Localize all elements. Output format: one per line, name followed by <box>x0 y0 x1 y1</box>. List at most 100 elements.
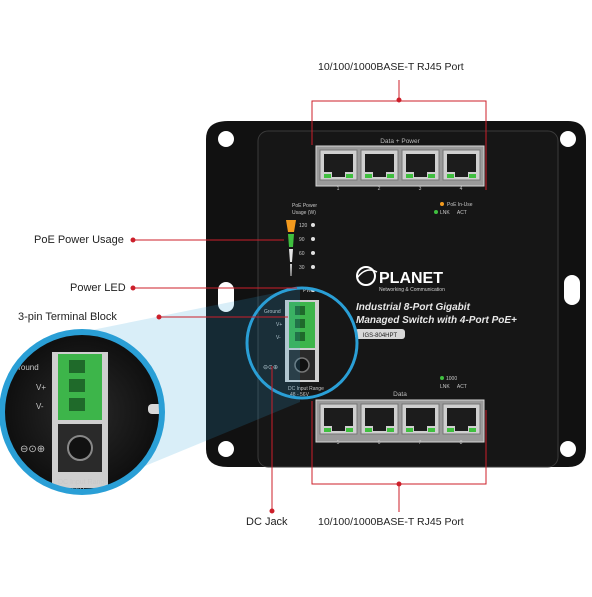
bottom-port-number: 8 <box>460 440 463 446</box>
port-led-green <box>365 428 372 432</box>
zoom-dc-input-1: DC Input Range <box>58 479 108 486</box>
bottom-port-6: 6 <box>360 403 399 446</box>
port-led-green <box>387 428 394 432</box>
panel-dc-input-2: 48 - 56V <box>290 392 310 398</box>
keyhole-left <box>218 282 234 312</box>
port-led-green <box>324 174 331 178</box>
product-line-1: Industrial 8-Port Gigabit <box>356 302 471 313</box>
top-port-number: 4 <box>460 186 463 192</box>
port-led-green <box>469 174 476 178</box>
lnk-label-bottom: LNK <box>440 384 450 390</box>
link-1000-label: 1000 <box>446 376 457 382</box>
lnk-act-label-top: LNK ACT <box>440 210 467 216</box>
poe-usage-callout: PoE Power Usage <box>34 234 124 246</box>
act-label-bottom: ACT <box>457 384 467 390</box>
top-port-number: 1 <box>337 186 340 192</box>
usage-bar-white <box>289 249 293 262</box>
bottom-port-callout: 10/100/1000BASE-T RJ45 Port <box>318 516 464 528</box>
bottom-port-number: 7 <box>419 440 422 446</box>
port-led-green <box>428 428 435 432</box>
model-label: IGS-804HPT <box>363 333 398 339</box>
zoom-circle-border <box>0 329 165 495</box>
act-label: ACT <box>457 210 467 216</box>
mount-hole-bottom-left <box>218 441 234 457</box>
port-led-green <box>324 428 331 432</box>
usage-level-label: 120 <box>299 223 308 229</box>
lnk-act-label-bottom: LNK ACT <box>440 384 467 390</box>
lnk-legend-dot <box>434 210 438 214</box>
planet-logo-icon <box>356 266 376 286</box>
bottom-port-7: 7 <box>401 403 440 446</box>
brand-name: PLANET <box>379 270 443 287</box>
bottom-port-group: Data 1000 LNK ACT 5 6 7 8 <box>315 376 485 446</box>
panel-ground-label: Ground <box>264 309 281 315</box>
usage-bar-tip <box>290 264 292 276</box>
mount-hole-top-right <box>560 131 576 147</box>
link-1000-legend-dot <box>440 376 444 380</box>
port-led-green <box>406 174 413 178</box>
panel-terminal-block: Ground V+ V- DC Input Range 48 - 56V ⊖⊙⊕ <box>263 300 324 398</box>
product-line-2: Managed Switch with 4-Port PoE+ <box>356 315 517 326</box>
mount-hole-top-left <box>218 131 234 147</box>
top-port-number: 3 <box>419 186 422 192</box>
panel-vplus-label: V+ <box>276 322 282 328</box>
panel-vminus-label: V- <box>276 335 281 341</box>
port-led-green <box>469 428 476 432</box>
zoom-polarity-icon: ⊖⊙⊕ <box>20 444 45 455</box>
usage-level-led <box>311 237 315 241</box>
zoom-vplus-label: V+ <box>36 383 46 392</box>
top-port-4: 4 <box>442 149 481 192</box>
poe-usage-panel: PoE Power Usage (W) 120 90 60 30 PWR <box>286 203 317 294</box>
port-led-green <box>447 428 454 432</box>
keyhole-right <box>564 275 580 305</box>
bottom-port-8: 8 <box>442 403 481 446</box>
callout-lines <box>130 80 487 514</box>
panel-polarity-icon: ⊖⊙⊕ <box>263 365 278 371</box>
power-led-callout: Power LED <box>70 282 126 294</box>
pwr-label: PWR <box>303 288 315 294</box>
poe-in-use-label: PoE In-Use <box>447 202 473 208</box>
brand-tagline: Networking & Communication <box>379 287 445 293</box>
usage-bar-orange <box>286 220 296 232</box>
usage-level-led <box>311 251 315 255</box>
mount-hole-bottom-right <box>560 441 576 457</box>
poe-in-use-legend-dot <box>440 202 444 206</box>
port-led-green <box>346 174 353 178</box>
port-led-green <box>428 174 435 178</box>
top-port-3: 3 <box>401 149 440 192</box>
usage-bar-green <box>288 234 294 247</box>
terminal-block-callout: 3-pin Terminal Block <box>18 311 117 323</box>
dc-jack-callout: DC Jack <box>246 516 288 528</box>
top-port-number: 2 <box>378 186 381 192</box>
top-port-group: Data + Power 1 2 3 4 PoE In-Use LNK ACT <box>315 138 485 216</box>
dc-jack-small <box>294 357 310 373</box>
port-led-green <box>387 174 394 178</box>
lnk-label: LNK <box>440 210 450 216</box>
bottom-port-number: 5 <box>337 440 340 446</box>
zoom-detail: Ground V+ V- DC Input Range 48 - 56V ⊖⊙⊕ <box>0 329 165 495</box>
usage-level-label: 60 <box>299 251 305 257</box>
top-port-callout: 10/100/1000BASE-T RJ45 Port <box>318 61 464 73</box>
zoom-source-circle <box>245 286 359 400</box>
panel-dc-input-1: DC Input Range <box>288 386 324 392</box>
usage-title-2: Usage (W) <box>292 210 316 216</box>
port-led-green <box>346 428 353 432</box>
top-group-label: Data + Power <box>380 138 420 145</box>
usage-level-led <box>311 265 315 269</box>
zoom-dc-jack <box>67 435 93 461</box>
bottom-port-5: 5 <box>319 403 358 446</box>
usage-title-1: PoE Power <box>292 203 317 209</box>
zoom-ground-label: Ground <box>12 363 39 372</box>
port-led-green <box>406 428 413 432</box>
usage-level-label: 30 <box>299 265 305 271</box>
usage-level-label: 90 <box>299 237 305 243</box>
port-led-green <box>447 174 454 178</box>
top-port-2: 2 <box>360 149 399 192</box>
usage-level-led <box>311 223 315 227</box>
top-port-1: 1 <box>319 149 358 192</box>
model-badge <box>355 329 405 339</box>
zoom-vminus-label: V- <box>36 402 44 411</box>
bottom-group-label: Data <box>393 391 407 398</box>
